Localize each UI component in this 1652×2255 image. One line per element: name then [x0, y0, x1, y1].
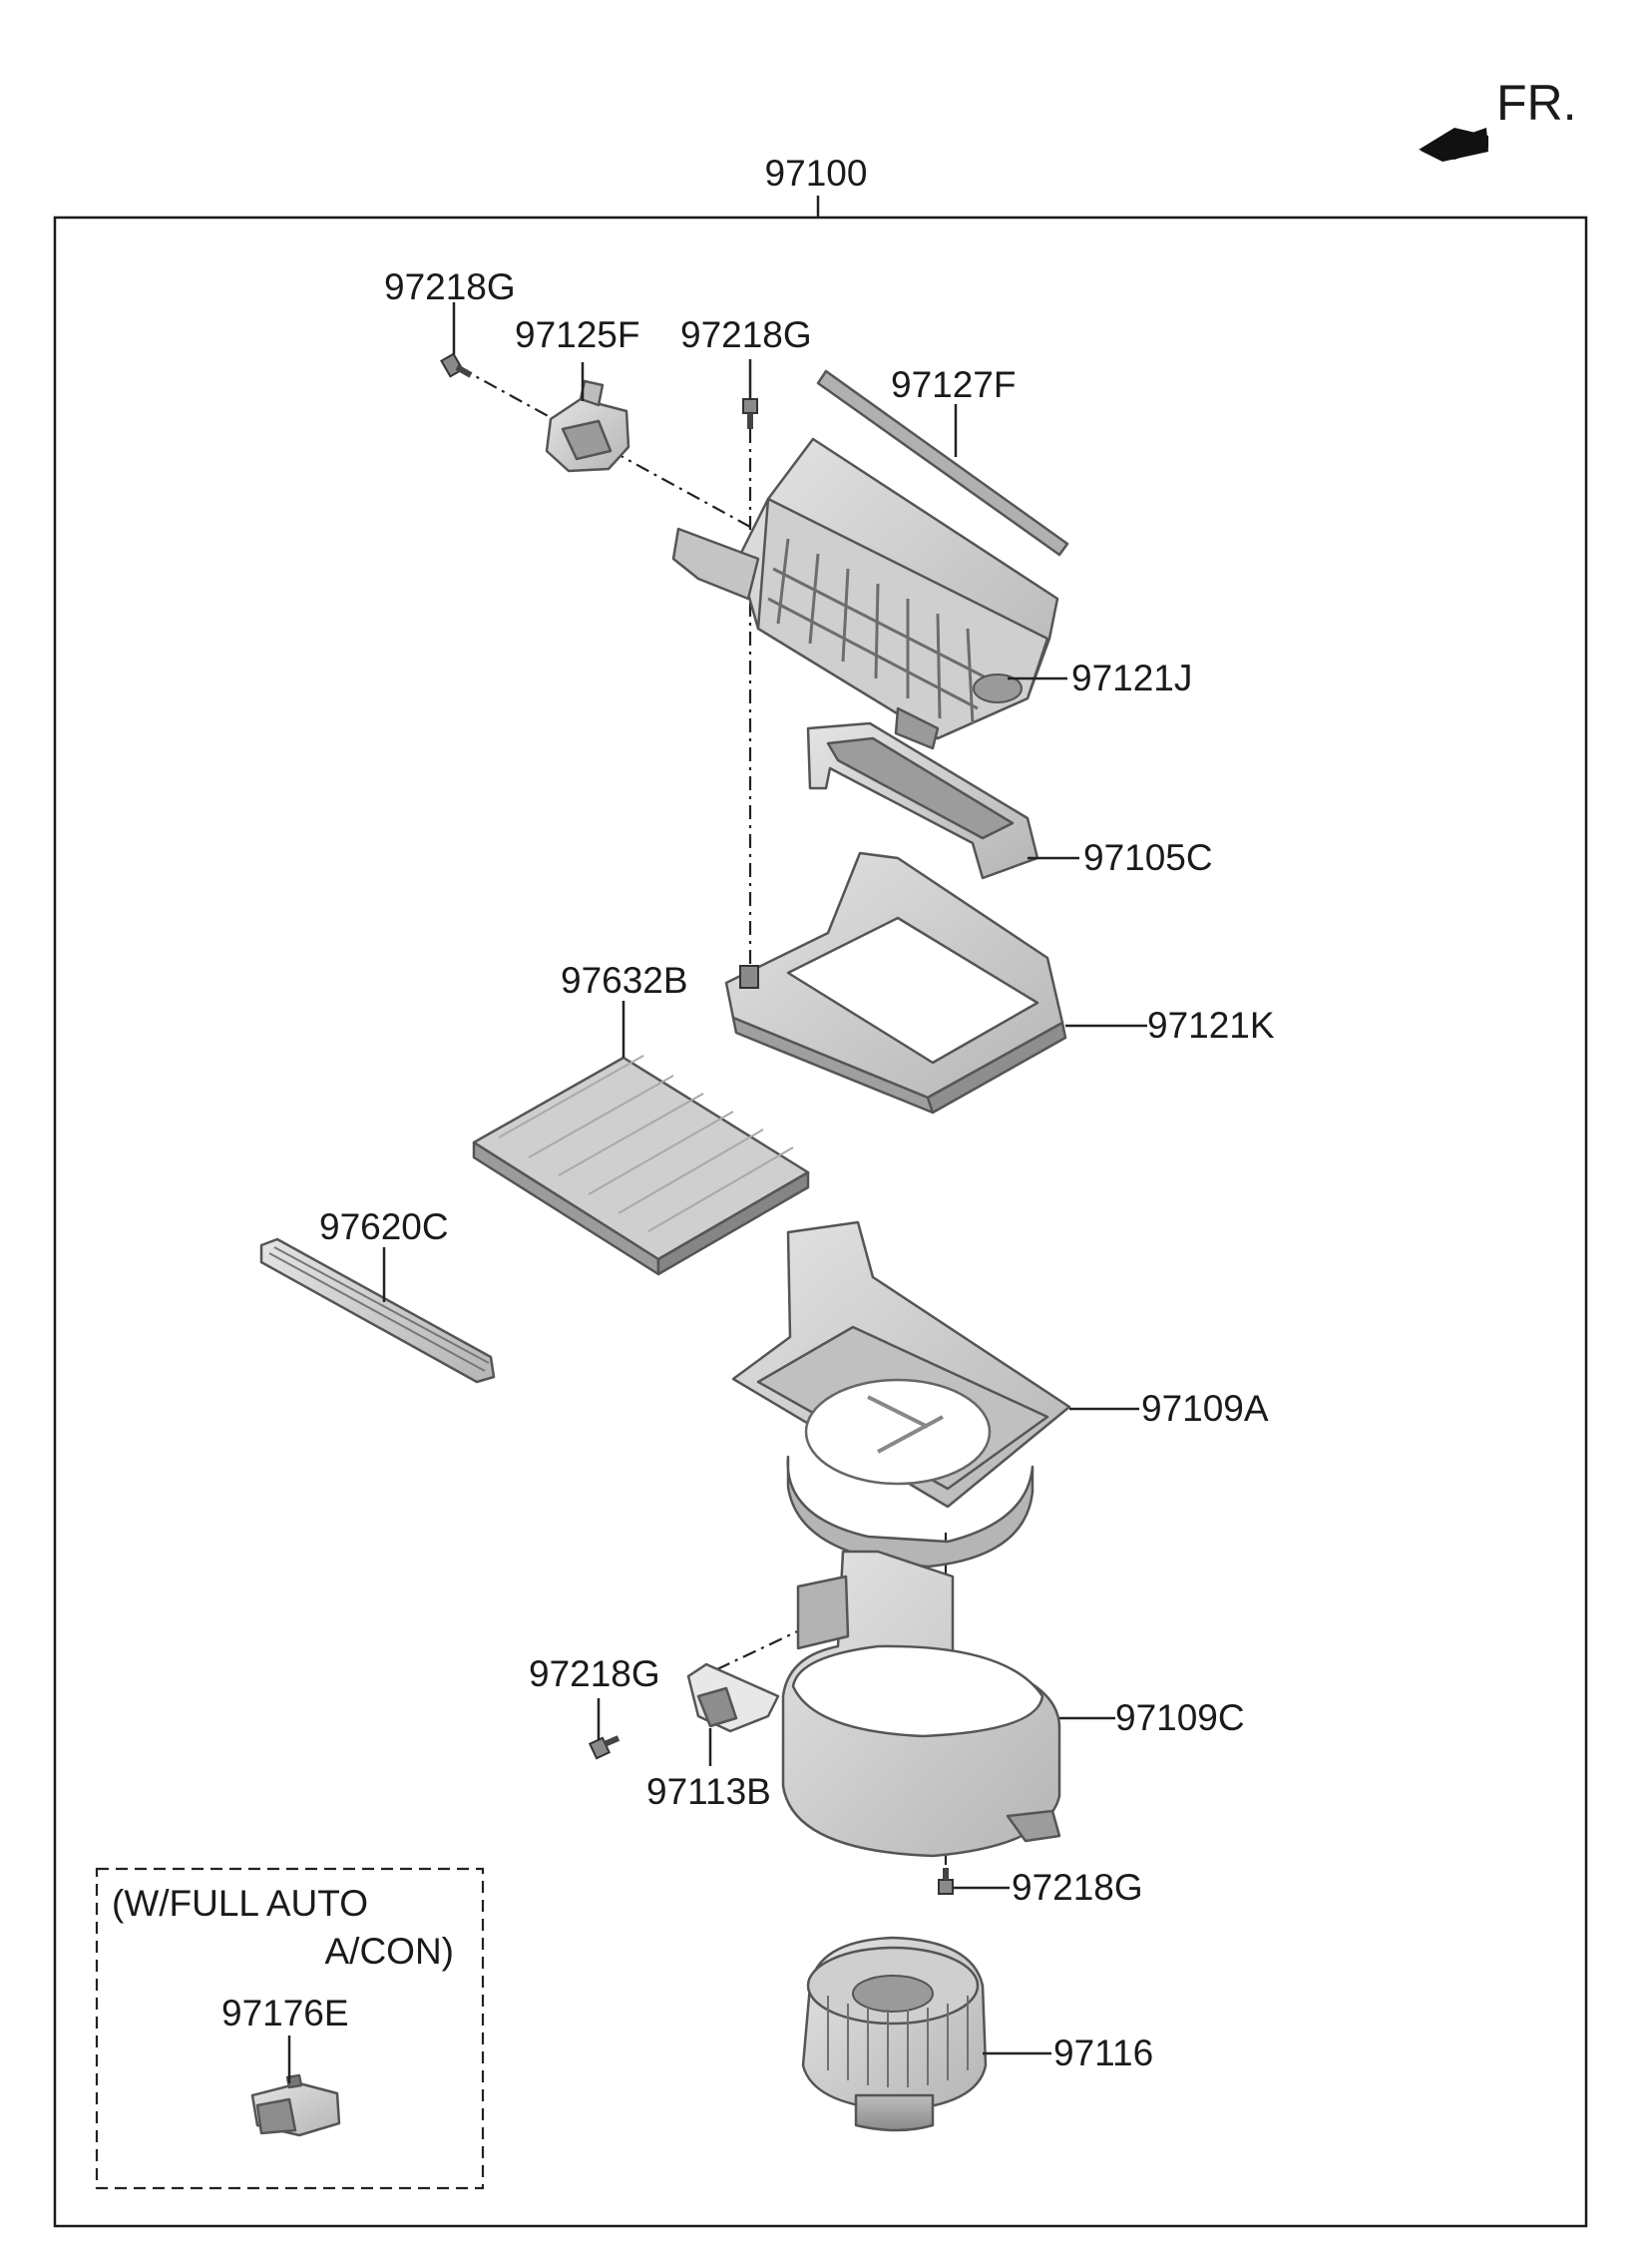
- part-label-screw-top-left: 97218G: [384, 266, 516, 307]
- cabin-filter: [472, 1055, 810, 1276]
- front-arrow-head-icon: [1421, 128, 1488, 162]
- part-label-blower-case-lower: 97109C: [1115, 1697, 1245, 1738]
- blower-case-lower: [781, 1550, 1061, 1858]
- option-box: [95, 1867, 485, 2190]
- intake-case-lower: [724, 851, 1067, 1115]
- assembly-frame: [53, 216, 1588, 2228]
- screw-bottom: [938, 1868, 954, 1895]
- screw-top-left: [440, 352, 473, 378]
- seal: [816, 369, 1069, 557]
- screw-top-center: [742, 398, 758, 429]
- assembly-number: 97100: [765, 153, 868, 194]
- part-label-screw-bottom: 97218G: [1012, 1867, 1143, 1908]
- option-note-line1: (W/FULL AUTO: [112, 1883, 368, 1924]
- motor-fan: [801, 1936, 988, 2132]
- blower-case-upper: [731, 1220, 1071, 1569]
- intake-case-upper: [671, 437, 1059, 750]
- part-label-seal: 97127F: [891, 364, 1017, 405]
- actuator: [545, 379, 630, 473]
- part-label-power-transistor: 97176E: [221, 1993, 349, 2033]
- intake-door: [806, 721, 1039, 880]
- part-label-filter-cover: 97620C: [319, 1206, 449, 1247]
- part-label-intake-door: 97105C: [1083, 837, 1213, 878]
- part-label-cabin-filter: 97632B: [561, 960, 688, 1001]
- part-label-motor-fan: 97116: [1053, 2032, 1153, 2073]
- power-transistor: [250, 2073, 341, 2137]
- front-direction-label: FR.: [1496, 75, 1577, 131]
- part-label-resistor: 97113B: [646, 1771, 771, 1812]
- option-note-line2: A/CON): [325, 1931, 455, 1972]
- resistor: [686, 1662, 780, 1733]
- part-label-screw-top-center: 97218G: [680, 314, 812, 355]
- part-label-actuator: 97125F: [515, 314, 640, 355]
- filter-cover: [259, 1237, 496, 1384]
- screw-resistor: [588, 1735, 620, 1760]
- part-label-screw-resistor: 97218G: [529, 1653, 660, 1694]
- part-label-intake-case-lower: 97121K: [1147, 1005, 1275, 1046]
- part-label-intake-case-upper: 97121J: [1071, 658, 1192, 698]
- part-label-blower-case-upper: 97109A: [1141, 1388, 1269, 1429]
- front-direction-indicator: FR.: [1419, 75, 1577, 162]
- screw-axis-resistor: [701, 1625, 809, 1677]
